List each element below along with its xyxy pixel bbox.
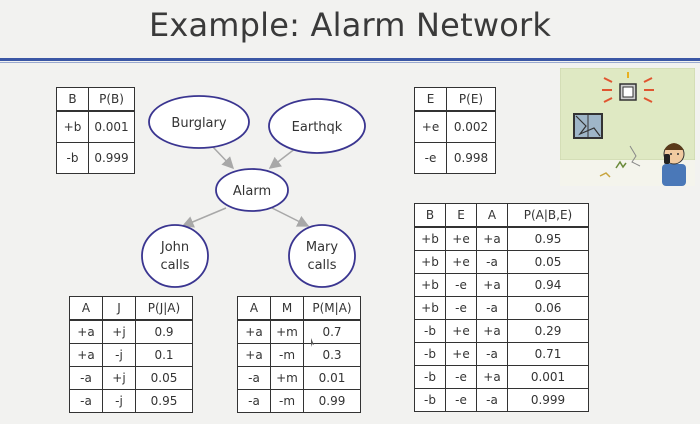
person-on-phone-icon xyxy=(662,143,686,186)
node-mary-label-1: Mary xyxy=(306,240,339,255)
cpt-cell: 0.99 xyxy=(303,389,361,413)
cpt-cell: +a xyxy=(237,319,271,344)
node-alarm-label: Alarm xyxy=(233,184,271,199)
cpt-cell: 0.999 xyxy=(88,142,135,174)
cpt-cell: -j xyxy=(102,389,136,413)
cpt-cell: 0.998 xyxy=(446,142,496,174)
cpt-cell: +m xyxy=(270,366,304,390)
cpt-header: B xyxy=(56,87,89,112)
cpt-cell: 0.95 xyxy=(135,389,193,413)
cpt-cell: +e xyxy=(445,226,477,251)
title-divider xyxy=(0,58,700,61)
cpt-cell: +b xyxy=(414,250,446,274)
cpt-cell: +a xyxy=(476,319,508,343)
edge-alarm-john xyxy=(181,207,227,228)
cursor-icon xyxy=(311,338,314,347)
title-divider-thin xyxy=(0,62,700,63)
cpt-cell: -a xyxy=(237,366,271,390)
cpt-cell: -b xyxy=(414,319,446,343)
cpt-cell: -e xyxy=(445,296,477,320)
cpt-cell: -a xyxy=(69,389,103,413)
cpt-header: E xyxy=(414,87,447,112)
cpt-cell: +a xyxy=(237,343,271,367)
node-john-label-2: calls xyxy=(160,258,189,273)
node-john-calls xyxy=(141,224,209,288)
slide-title: Example: Alarm Network xyxy=(148,6,552,44)
node-burglary xyxy=(148,95,250,149)
cpt-earthquake: E P(E) +e 0.002 -e 0.998 xyxy=(414,87,496,174)
cpt-cell: -b xyxy=(56,142,89,174)
cpt-cell: 0.06 xyxy=(507,296,589,320)
node-alarm xyxy=(215,168,289,212)
cpt-header: J xyxy=(102,296,136,321)
cpt-cell: -a xyxy=(476,388,508,412)
cpt-cell: +j xyxy=(102,319,136,344)
cpt-header: P(M|A) xyxy=(303,296,361,321)
cpt-cell: 0.3 xyxy=(303,343,361,367)
cpt-cell: -m xyxy=(270,389,304,413)
cpt-cell: 0.001 xyxy=(88,110,135,143)
cpt-cell: -e xyxy=(445,388,477,412)
cpt-cell: +e xyxy=(445,319,477,343)
cpt-cell: +a xyxy=(476,226,508,251)
edge-alarm-mary xyxy=(271,207,310,227)
alarm-icon xyxy=(602,72,654,103)
cpt-cell: 0.1 xyxy=(135,343,193,367)
cpt-header: P(A|B,E) xyxy=(507,203,589,228)
node-john-label-1: John xyxy=(160,240,189,255)
cpt-header: A xyxy=(476,203,508,228)
node-mary-label-2: calls xyxy=(307,258,336,273)
cpt-header: P(E) xyxy=(446,87,496,112)
cpt-header: M xyxy=(270,296,304,321)
cpt-cell: 0.999 xyxy=(507,388,589,412)
cpt-cell: 0.9 xyxy=(135,319,193,344)
cpt-header: A xyxy=(69,296,103,321)
cpt-cell: -a xyxy=(237,389,271,413)
cpt-header: A xyxy=(237,296,271,321)
edge-burglary-alarm xyxy=(211,145,235,170)
debris-icon xyxy=(615,160,627,169)
node-earthquake xyxy=(268,98,366,154)
cpt-cell: +b xyxy=(414,296,446,320)
cpt-header: P(B) xyxy=(88,87,135,112)
cpt-cell: +e xyxy=(414,110,447,143)
edge-earthquake-alarm xyxy=(268,147,297,169)
cpt-cell: -a xyxy=(69,366,103,390)
cpt-burglary: B P(B) +b 0.001 -b 0.999 xyxy=(56,87,135,174)
node-burglary-label: Burglary xyxy=(171,116,226,131)
cpt-cell: -a xyxy=(476,250,508,274)
node-mary-calls xyxy=(288,224,356,288)
cpt-header: P(J|A) xyxy=(135,296,193,321)
cpt-cell: +e xyxy=(445,250,477,274)
cpt-cell: -b xyxy=(414,388,446,412)
node-earthquake-label: Earthqk xyxy=(292,120,343,135)
window-icon xyxy=(573,113,603,139)
cpt-cell: 0.29 xyxy=(507,319,589,343)
cpt-cell: -b xyxy=(414,342,446,366)
alarm-cartoon-illustration xyxy=(560,68,695,186)
cpt-header: B xyxy=(414,203,446,228)
